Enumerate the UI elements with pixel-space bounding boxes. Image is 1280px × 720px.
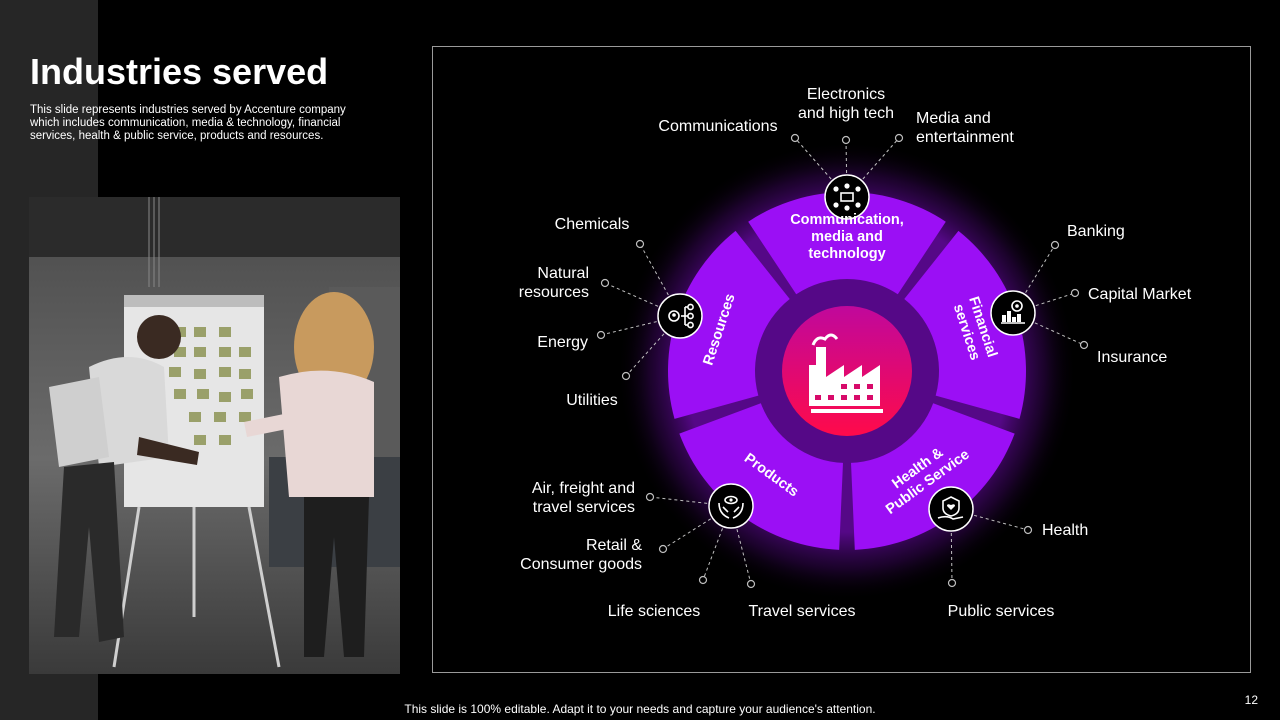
industry-label-banking: Banking (1067, 223, 1125, 240)
connector-dot (698, 575, 708, 585)
connector-dot (841, 135, 851, 145)
industry-label-insurance: Insurance (1097, 349, 1167, 366)
hands-eye-icon (708, 483, 754, 529)
industry-label-energy: Energy (537, 334, 588, 351)
industry-label-utilities: Utilities (566, 392, 618, 409)
team-meeting-photo (29, 197, 400, 674)
segment-products (679, 403, 843, 550)
connector-dot (621, 371, 631, 381)
industry-label-communications: Communications (658, 118, 777, 135)
industry-label-capital-market: Capital Market (1088, 286, 1192, 303)
segment-resources (668, 230, 790, 419)
industry-label-health: Health (1042, 522, 1088, 539)
industry-label-chemicals: Chemicals (555, 216, 630, 233)
slide-subtitle: This slide represents industries served … (30, 104, 346, 142)
connector-dot (1079, 340, 1089, 350)
center-circle (782, 306, 912, 436)
connector-dot (645, 492, 655, 502)
industry-label-retail-and-consumer-goods: Retail &Consumer goods (520, 537, 642, 573)
segment-label-line: Communication, (790, 212, 904, 228)
connector-capital-market (1012, 292, 1076, 314)
industry-label-life-sciences: Life sciences (608, 603, 701, 620)
connector-dot (635, 239, 645, 249)
footer-note: This slide is 100% editable. Adapt it to… (404, 702, 876, 716)
health-shield-hand-icon (928, 486, 974, 532)
finance-chart-gear-icon (990, 290, 1036, 336)
segment-financial-services (904, 230, 1026, 419)
connector-dot (658, 544, 668, 554)
connector-dot (947, 578, 957, 588)
resources-flow-icon (657, 293, 703, 339)
connector-dot (1070, 288, 1080, 298)
connector-dot (790, 133, 800, 143)
connector-dot (1050, 240, 1060, 250)
connector-dot (746, 579, 756, 589)
segment-label-line: technology (808, 246, 885, 262)
connector-dot (1023, 525, 1033, 535)
slide-title: Industries served (30, 51, 329, 92)
segment-health-and-public-service (851, 403, 1015, 550)
segment-label-line: media and (811, 229, 883, 245)
factory-icon (809, 333, 883, 413)
connector-dot (894, 133, 904, 143)
devices-network-icon (824, 174, 870, 220)
industry-label-travel-services: Travel services (749, 603, 856, 620)
industry-label-public-services: Public services (948, 603, 1055, 620)
page-number: 12 (1244, 693, 1258, 707)
connector-dot (596, 330, 606, 340)
connector-dot (600, 278, 610, 288)
industries-wheel-diagram: Communication,media andtechnologyCommuni… (519, 86, 1192, 620)
segment-communication-media-and-technology (748, 192, 946, 295)
